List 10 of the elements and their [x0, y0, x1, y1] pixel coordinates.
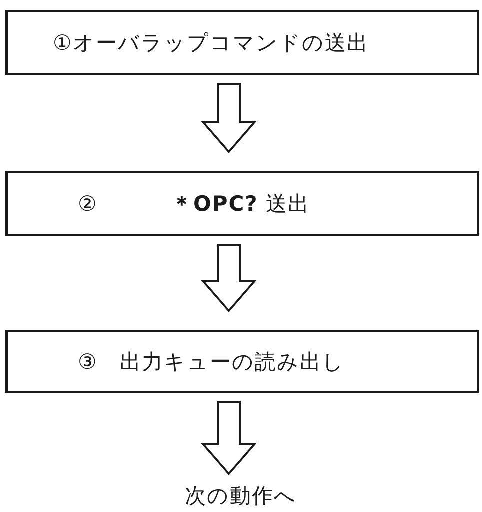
block-arrow [200, 83, 258, 154]
end-text: 次の動作へ [185, 483, 297, 510]
block-arrow [200, 401, 258, 476]
process-box [5, 10, 479, 75]
process-box [5, 330, 479, 393]
step-text: ③ 出力キューの読み出し [78, 348, 345, 376]
block-arrow [200, 244, 258, 313]
process-box [5, 171, 479, 236]
step-text: ② ＊OPC? 送出 [78, 190, 310, 218]
step-text: ①オーバラップコマンドの送出 [53, 30, 369, 56]
